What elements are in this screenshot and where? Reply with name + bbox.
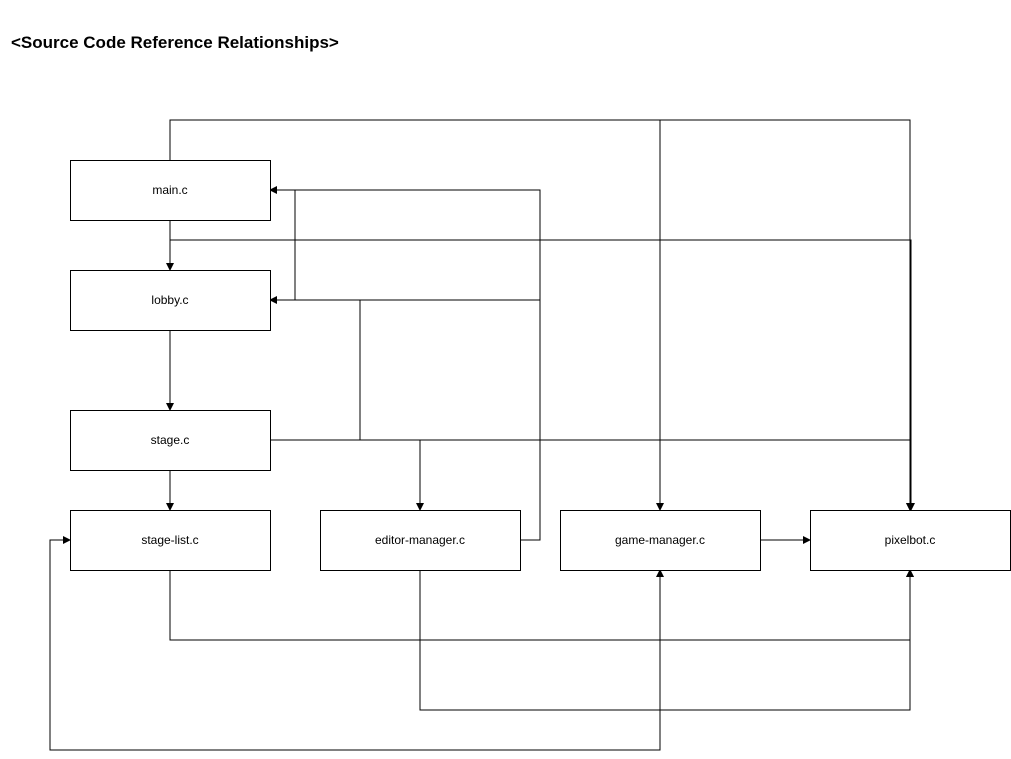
node-pixelbot: pixelbot.c [810,510,1011,571]
node-stage: stage.c [70,410,271,471]
node-main: main.c [70,160,271,221]
node-lobby: lobby.c [70,270,271,331]
node-label-main: main.c [152,183,187,197]
edge-main-to-pixelbot-arrow [660,119,914,511]
node-box-main [70,160,271,221]
edge-editor-manager-to-main [269,186,541,541]
edge-main-to-pixelbot [660,119,911,510]
node-label-stage-list: stage-list.c [141,533,198,547]
node-label-pixelbot: pixelbot.c [885,533,936,547]
node-box-pixelbot [810,510,1011,571]
node-box-stage-list [70,510,271,571]
edge-stage-to-pixelbot [270,439,914,511]
edge-editor-manager-to-lobby [294,190,540,301]
edge-main-to-game-manager [169,119,664,511]
edges-layer [49,119,915,751]
node-editor-manager: editor-manager.c [320,510,521,571]
edge-lobby-to-pixelbot [170,239,915,511]
edge-stage-to-lobby [269,296,361,440]
edge-stage-list-to-pixelbot [169,569,914,641]
node-label-lobby: lobby.c [151,293,188,307]
node-label-game-manager: game-manager.c [615,533,705,547]
node-box-lobby [70,270,271,331]
node-box-game-manager [560,510,761,571]
node-label-stage: stage.c [151,433,190,447]
node-label-editor-manager: editor-manager.c [375,533,465,547]
node-box-stage [70,410,271,471]
nodes-layer: main.c lobby.c stage.c stage-list.c editor-m… [70,160,1011,571]
diagram-title: <Source Code Reference Relationships> [11,33,339,52]
node-stage-list: stage-list.c [70,510,271,571]
node-box-editor-manager [320,510,521,571]
edge-game-manager-to-stage-list [49,536,661,751]
node-game-manager: game-manager.c [560,510,761,571]
